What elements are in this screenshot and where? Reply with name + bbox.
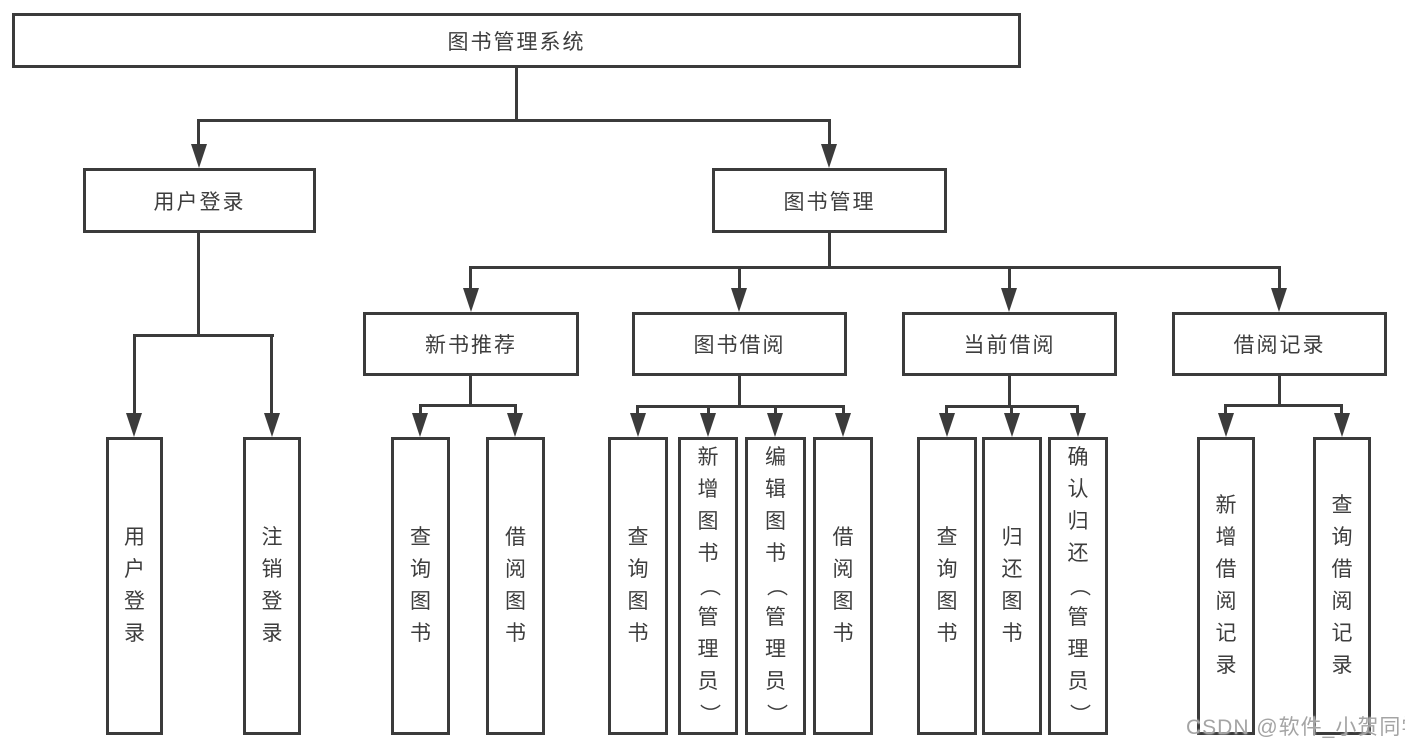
- connector-line: [774, 405, 777, 413]
- arrow-down-icon: [1001, 288, 1017, 312]
- arrow-down-icon: [939, 413, 955, 437]
- arrow-down-icon: [191, 144, 207, 168]
- leaf-query-books-borrowing: 查询图书: [608, 437, 668, 735]
- connector-line: [1010, 405, 1013, 413]
- arrow-down-icon: [700, 413, 716, 437]
- connector-line: [469, 266, 472, 288]
- node-book-management: 图书管理: [712, 168, 947, 233]
- arrow-down-icon: [264, 413, 280, 437]
- connector-line: [469, 376, 472, 407]
- leaf-borrow-books-recommend: 借阅图书: [486, 437, 545, 735]
- connector-line: [197, 119, 831, 122]
- connector-line: [1008, 266, 1011, 288]
- leaf-query-books-current: 查询图书: [917, 437, 977, 735]
- connector-line: [1340, 404, 1343, 413]
- connector-line: [828, 119, 831, 146]
- connector-line: [133, 334, 136, 414]
- arrow-down-icon: [126, 413, 142, 437]
- connector-line: [1076, 405, 1079, 413]
- arrow-down-icon: [1334, 413, 1350, 437]
- leaf-user-login: 用户登录: [106, 437, 163, 735]
- connector-line: [1008, 376, 1011, 408]
- node-book-borrowing: 图书借阅: [632, 312, 847, 376]
- watermark: CSDN @软件_小贺同学: [1186, 716, 1405, 739]
- connector-line: [636, 405, 639, 413]
- connector-line: [828, 232, 831, 269]
- connector-line: [738, 376, 741, 408]
- arrow-down-icon: [821, 144, 837, 168]
- node-user-login: 用户登录: [83, 168, 316, 233]
- connector-line: [419, 404, 517, 407]
- connector-line: [197, 232, 200, 337]
- connector-line: [1224, 404, 1227, 413]
- connector-line: [636, 405, 844, 408]
- connector-line: [514, 404, 517, 413]
- leaf-confirm-return-admin: 确认归还（管理员）: [1048, 437, 1108, 735]
- leaf-query-borrow-record: 查询借阅记录: [1313, 437, 1371, 735]
- arrow-down-icon: [507, 413, 523, 437]
- connector-line: [197, 119, 200, 146]
- connector-line: [738, 266, 741, 288]
- connector-line: [707, 405, 710, 413]
- arrow-down-icon: [835, 413, 851, 437]
- node-current-borrowing: 当前借阅: [902, 312, 1117, 376]
- node-borrowing-records: 借阅记录: [1172, 312, 1387, 376]
- leaf-add-borrow-record: 新增借阅记录: [1197, 437, 1255, 735]
- connector-line: [1278, 266, 1281, 288]
- connector-line: [1224, 404, 1343, 407]
- connector-line: [469, 266, 1281, 269]
- arrow-down-icon: [1004, 413, 1020, 437]
- node-library-management-system: 图书管理系统: [12, 13, 1021, 68]
- connector-line: [270, 334, 273, 414]
- arrow-down-icon: [630, 413, 646, 437]
- connector-line: [419, 404, 422, 413]
- arrow-down-icon: [767, 413, 783, 437]
- arrow-down-icon: [1070, 413, 1086, 437]
- arrow-down-icon: [1218, 413, 1234, 437]
- connector-line: [133, 334, 274, 337]
- leaf-edit-book-admin: 编辑图书（管理员）: [745, 437, 806, 735]
- leaf-query-books-recommend: 查询图书: [391, 437, 450, 735]
- leaf-add-book-admin: 新增图书（管理员）: [678, 437, 738, 735]
- connector-line: [842, 405, 845, 413]
- arrow-down-icon: [412, 413, 428, 437]
- leaf-return-books: 归还图书: [982, 437, 1042, 735]
- arrow-down-icon: [731, 288, 747, 312]
- leaf-borrow-books-borrowing: 借阅图书: [813, 437, 873, 735]
- arrow-down-icon: [1271, 288, 1287, 312]
- connector-line: [515, 68, 518, 119]
- node-new-book-recommendation: 新书推荐: [363, 312, 579, 376]
- leaf-logout: 注销登录: [243, 437, 301, 735]
- connector-line: [945, 405, 948, 413]
- arrow-down-icon: [463, 288, 479, 312]
- connector-line: [1278, 376, 1281, 407]
